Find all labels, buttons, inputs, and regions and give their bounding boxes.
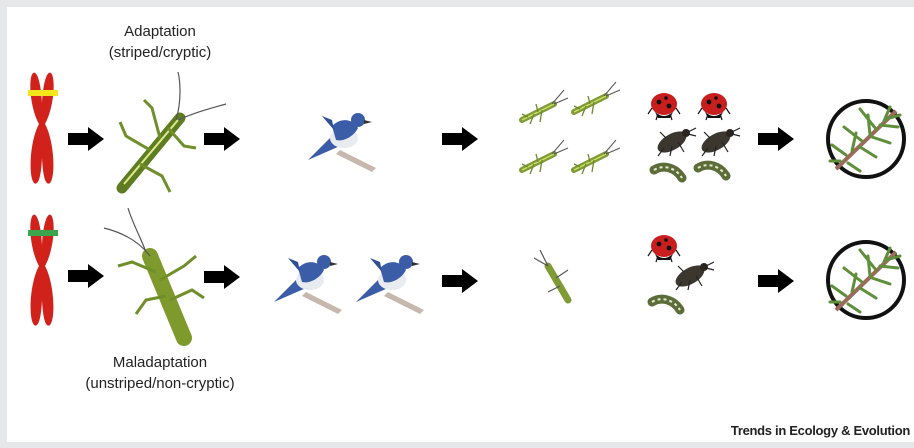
arrow-4-bottom bbox=[758, 269, 794, 293]
maladaptation-title: Maladaptation bbox=[112, 354, 208, 371]
scrub-jay-icon bbox=[308, 113, 376, 172]
caterpillar-icon bbox=[654, 167, 682, 178]
arrow-1-bottom bbox=[68, 264, 104, 288]
healthy-plant-icon bbox=[826, 99, 906, 179]
beetle-icon bbox=[697, 126, 741, 158]
ladybug-icon bbox=[647, 234, 681, 263]
stick-insect-small-icon bbox=[574, 82, 620, 116]
arrow-1-top bbox=[68, 127, 104, 151]
ladybug-icon bbox=[647, 92, 681, 121]
journal-credit: Trends in Ecology & Evolution bbox=[730, 423, 910, 438]
beetle-icon bbox=[653, 126, 697, 158]
adaptation-subtitle: (striped/cryptic) bbox=[108, 44, 212, 61]
stick-insect-small-icon bbox=[522, 90, 568, 124]
stick-insect-small-icon bbox=[574, 140, 620, 174]
arrow-3-bottom bbox=[442, 269, 478, 293]
maladaptive-allele-band bbox=[28, 230, 58, 236]
adaptive-allele-band bbox=[28, 90, 58, 96]
plain-stick-insect bbox=[103, 207, 205, 346]
damaged-plant-icon bbox=[826, 240, 906, 320]
stick-insect-single-icon bbox=[533, 249, 572, 304]
ladybug-icon bbox=[697, 92, 731, 121]
beetle-icon bbox=[671, 260, 715, 292]
arrow-4-top bbox=[758, 127, 794, 151]
caterpillar-icon bbox=[698, 165, 726, 176]
maladaptation-subtitle: (unstriped/non-cryptic) bbox=[85, 375, 235, 392]
scrub-jay-icon bbox=[356, 255, 424, 314]
stick-insect-small-icon bbox=[522, 140, 568, 174]
arrow-2-top bbox=[204, 127, 240, 151]
arrow-2-bottom bbox=[204, 265, 240, 289]
chromosome-adaptive bbox=[30, 72, 54, 184]
adaptation-title: Adaptation bbox=[124, 23, 196, 40]
caterpillar-icon bbox=[652, 299, 680, 310]
scrub-jay-icon bbox=[274, 255, 342, 314]
striped-stick-insect bbox=[116, 71, 227, 194]
arrow-3-top bbox=[442, 127, 478, 151]
